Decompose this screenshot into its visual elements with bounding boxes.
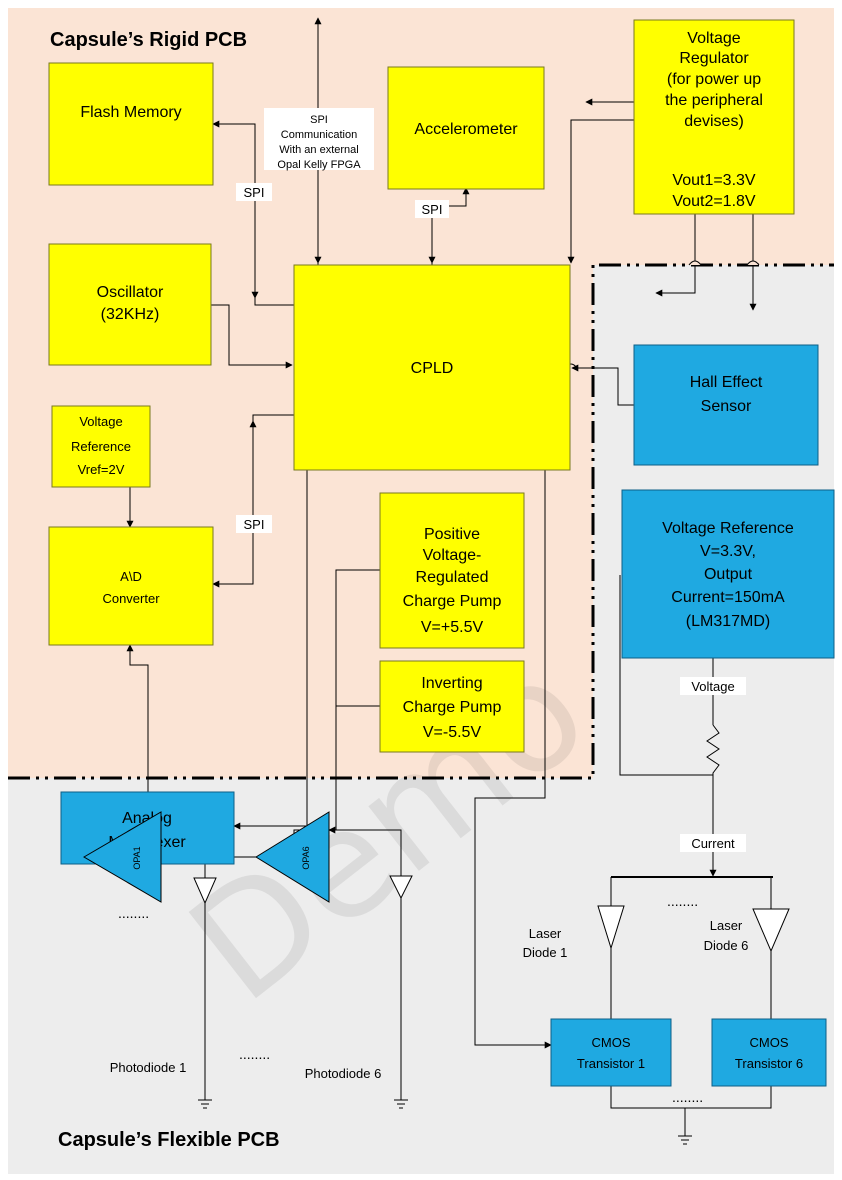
voltage-reference-2v-block [51, 405, 151, 488]
opa1-amplifier [83, 811, 162, 903]
spi-flash-background [236, 183, 272, 201]
voltage-label: Voltage [691, 679, 734, 694]
spi-adc-background [236, 515, 272, 533]
opa6-amplifier [255, 811, 330, 903]
oscillator-label-line-2: (32KHz) [101, 306, 160, 323]
spi-note-line-2: Communication [281, 129, 357, 141]
inverting-charge-pump-block [379, 660, 525, 753]
voltage-label-background [680, 677, 746, 695]
vref-big-line-3: Output [704, 566, 753, 583]
spi-note-line-3: With an external [279, 144, 358, 156]
pos-pump-line-2: Voltage- [423, 547, 482, 564]
adc-label-line-2: Converter [102, 591, 160, 606]
voltage-regulator-label: Voltage Regulator (for power up the peri… [665, 30, 763, 210]
hall-effect-sensor-block [633, 344, 819, 466]
inv-pump-line-2: Charge Pump [403, 699, 502, 716]
cmos6-line-1: CMOS [750, 1035, 789, 1050]
laser-diode-1-symbol [597, 905, 625, 950]
cpld-label: CPLD [411, 360, 454, 377]
inv-pump-line-3: V=-5.5V [423, 724, 482, 741]
cmos-transistor-1-block [550, 1018, 672, 1087]
flexible-pcb-title: Capsule’s Flexible PCB [58, 1129, 280, 1151]
svg-text:devises): devises) [684, 113, 744, 130]
wires [66, 17, 773, 1136]
photodiode-6-label: Photodiode 6 [305, 1066, 382, 1081]
cmos-transistor-6-block [711, 1018, 827, 1087]
adc-block [48, 526, 214, 646]
current-label: Current [691, 836, 735, 851]
cmos6-line-2: Transistor 6 [735, 1056, 803, 1071]
ground-symbol-photodiode-6 [394, 1099, 408, 1109]
laser-diode-6-symbol [752, 908, 790, 953]
vref-big-line-1: Voltage Reference [662, 520, 794, 537]
rigid-pcb-title: Capsule’s Rigid PCB [50, 29, 247, 51]
opa6-label: OPA6 [301, 846, 311, 869]
hall-sensor-line-2: Sensor [701, 398, 752, 415]
pos-pump-line-5: V=+5.5V [421, 619, 484, 636]
accelerometer-block [387, 66, 545, 190]
spi-flash-label: SPI [244, 185, 265, 200]
hall-sensor-line-1: Hall Effect [690, 374, 763, 391]
positive-charge-pump-block [379, 492, 525, 649]
spi-adc-label: SPI [244, 517, 265, 532]
ellipsis-mux-inputs: ........ [118, 905, 149, 921]
ellipsis-cmos: ........ [672, 1089, 703, 1105]
ellipsis-laser-diodes: ........ [667, 893, 698, 909]
photodiode-6-symbol [389, 875, 413, 900]
flash-memory-label: Flash Memory [80, 104, 181, 121]
svg-text:the peripheral: the peripheral [665, 92, 763, 109]
pos-pump-line-3: Regulated [416, 569, 489, 586]
vref-small-line-3: Vref=2V [78, 462, 125, 477]
laser-diode-6-label-line-1: Laser [710, 918, 743, 933]
ground-symbol-cmos [678, 1135, 692, 1145]
photodiode-1-symbol [193, 877, 217, 905]
adc-label-line-1: A\D [120, 569, 142, 584]
vref-small-line-2: Reference [71, 439, 131, 454]
oscillator-block [48, 243, 212, 366]
svg-text:Vout2=1.8V: Vout2=1.8V [672, 193, 756, 210]
inv-pump-line-1: Inverting [421, 675, 482, 692]
svg-text:Voltage: Voltage [687, 30, 740, 47]
spi-accel-background [415, 200, 449, 218]
photodiode-1-label: Photodiode 1 [110, 1060, 187, 1075]
oscillator-label-line-1: Oscillator [97, 284, 164, 301]
spi-note-line-4: Opal Kelly FPGA [277, 159, 361, 171]
laser-diode-1-label-line-1: Laser [529, 926, 562, 941]
pcb-boundary-line [8, 263, 834, 780]
cmos1-line-2: Transistor 1 [577, 1056, 645, 1071]
voltage-reference-lm317-block [621, 489, 835, 659]
svg-text:Regulator: Regulator [679, 50, 749, 67]
spi-accel-label: SPI [422, 202, 443, 217]
wire-hop-2 [746, 260, 760, 266]
wire-hop-1 [688, 260, 702, 266]
ground-symbol-photodiode-1 [198, 1099, 212, 1109]
spi-note-background [264, 108, 374, 170]
current-label-background [680, 834, 746, 852]
laser-diode-1-label-line-2: Diode 1 [523, 945, 568, 960]
vref-big-line-5: (LM317MD) [686, 613, 770, 630]
vref-big-line-2: V=3.3V, [700, 543, 756, 560]
voltage-regulator-block [633, 19, 795, 215]
flash-memory-block [48, 62, 214, 186]
pos-pump-line-1: Positive [424, 526, 480, 543]
cpld-block [293, 264, 571, 471]
pos-pump-line-4: Charge Pump [403, 593, 502, 610]
laser-diode-6-label-line-2: Diode 6 [704, 938, 749, 953]
svg-text:Vout1=3.3V: Vout1=3.3V [672, 172, 756, 189]
ellipsis-photodiodes: ........ [239, 1046, 270, 1062]
vref-small-line-1: Voltage [79, 414, 122, 429]
accelerometer-label: Accelerometer [414, 121, 518, 138]
cmos1-line-1: CMOS [592, 1035, 631, 1050]
svg-text:(for power up: (for power up [667, 71, 761, 88]
spi-note-line-1: SPI [310, 114, 328, 126]
opa1-label: OPA1 [132, 846, 142, 869]
vref-big-line-4: Current=150mA [671, 589, 785, 606]
